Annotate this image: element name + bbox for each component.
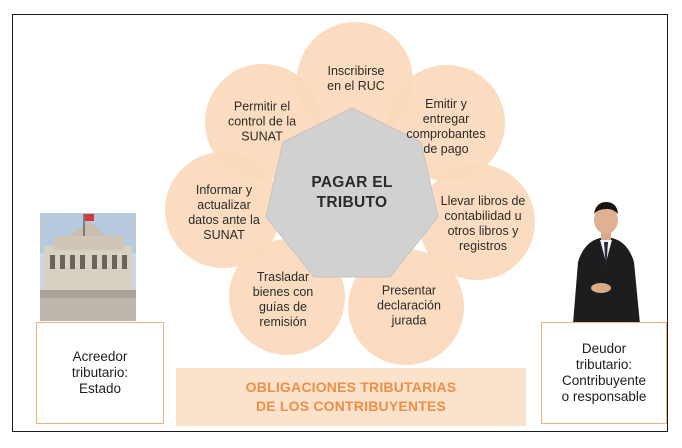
center-label-pagar-tributo: PAGAR EL TRIBUTO bbox=[311, 174, 393, 211]
petal-label-informar: Informar y actualizar datos ante la SUNA… bbox=[188, 183, 260, 242]
businessman-photo bbox=[558, 202, 654, 324]
petal-circle-declaracion bbox=[348, 249, 464, 365]
petal-circle-libros bbox=[419, 164, 535, 280]
center-heptagon bbox=[265, 107, 439, 278]
petal-label-ruc: Inscribirse en el RUC bbox=[327, 64, 385, 93]
government-palace-photo bbox=[40, 213, 136, 321]
creditor-label-box: Acreedor tributario: Estado bbox=[36, 322, 164, 424]
petal-circle-informar bbox=[165, 152, 281, 268]
petal-label-libros: Llevar libros de contabilidad u otros li… bbox=[440, 194, 526, 253]
petal-label-comprobantes: Emitir y entregar comprobantes de pago bbox=[406, 97, 486, 156]
obligations-banner: OBLIGACIONES TRIBUTARIAS DE LOS CONTRIBU… bbox=[176, 368, 526, 426]
banner-title-line2: DE LOS CONTRIBUYENTES bbox=[255, 398, 447, 414]
petal-label-control: Permitir el control de la SUNAT bbox=[227, 99, 297, 144]
debtor-label-box: Deudor tributario: Contribuyente o respo… bbox=[541, 322, 667, 424]
petal-circle-ruc bbox=[297, 22, 413, 138]
banner-title-line1: OBLIGACIONES TRIBUTARIAS bbox=[245, 379, 457, 395]
petal-label-trasladar: Trasladar bienes con guías de remisión bbox=[252, 270, 314, 329]
petal-label-declaracion: Presentar declaración jurada bbox=[377, 283, 441, 328]
